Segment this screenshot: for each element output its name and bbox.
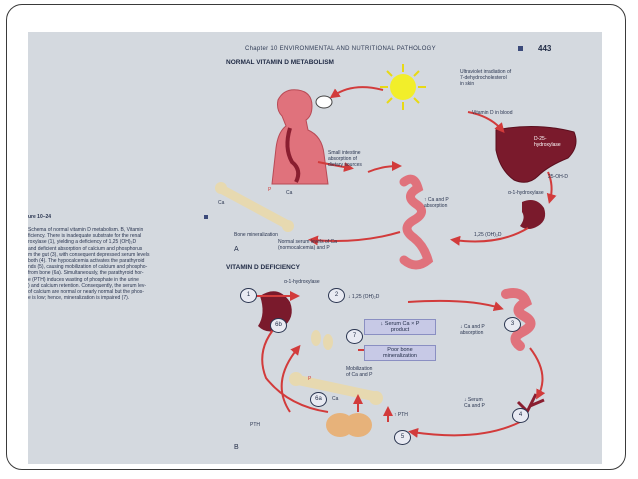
step-1: 1 [240,288,257,303]
adrenal-icon [311,330,333,350]
p-label-b: P [308,376,312,382]
ca-label-a2: Ca [218,200,225,206]
step-3: 3 [504,317,521,332]
page-number: 443 [538,44,552,53]
deficient-hydroxylase-label: α-1-hydroxylase [284,279,320,285]
pth-up-label: ↑ PTH [394,412,408,418]
ca-label-b: Ca [332,396,339,402]
header-marker [518,46,523,51]
panel-a-letter: A [234,246,239,253]
liver-icon [495,125,577,183]
step-6a: 6a [310,392,327,407]
deficient-bone-icon [289,372,383,405]
hydroxylase-label: α-1-hydroxylase [508,190,544,196]
pth-label: PTH [250,422,260,428]
figure-caption: Schema of normal vitamin D metabolism. B… [28,227,150,302]
ca-label-a: Ca [286,190,293,196]
normal-serum-label: Normal serum levels of Ca(normocalcemia)… [278,239,337,251]
bone-icon [215,182,294,232]
kidney-icon [520,200,546,229]
deficient-intestine-icon [501,288,536,351]
figure-drawing [215,64,577,438]
step2-label: ↓ 1,25 (OH)₂D [348,294,380,300]
page-header: Chapter 10 ENVIRONMENTAL AND NUTRITIONAL… [245,46,436,52]
bone-mineralization-label: Bone mineralization [234,232,278,238]
human-silhouette-icon [271,89,333,185]
panel-b-letter: B [234,444,239,451]
oh-label: 25-OH-D [548,174,569,180]
step-6b: 6b [270,318,287,333]
caption-marker [204,215,208,219]
scanned-textbook-page: Chapter 10 ENVIRONMENTAL AND NUTRITIONAL… [28,32,602,464]
deficiency-arrows [254,291,546,438]
step-7: 7 [346,329,363,344]
liver-label: D-25-hydroxylase [534,136,561,148]
figure-number: ure 10–24 [28,214,52,220]
step-2: 2 [328,288,345,303]
sun-icon [380,64,426,110]
step-4: 4 [512,408,529,423]
dihydroxy-label: 1,25 (OH)₂D [474,232,502,238]
step-5: 5 [394,430,411,445]
slide-frame: Chapter 10 ENVIRONMENTAL AND NUTRITIONAL… [6,4,626,470]
blood-label: Vitamin D in blood [472,110,513,116]
intestine-icon [399,174,434,270]
p-label-a: P [268,187,272,193]
parathyroid-icon [326,413,372,437]
panel-a-title: NORMAL VITAMIN D METABOLISM [226,59,334,66]
metabolism-arrows [308,86,557,246]
panel-b-title: VITAMIN D DEFICIENCY [226,264,300,271]
